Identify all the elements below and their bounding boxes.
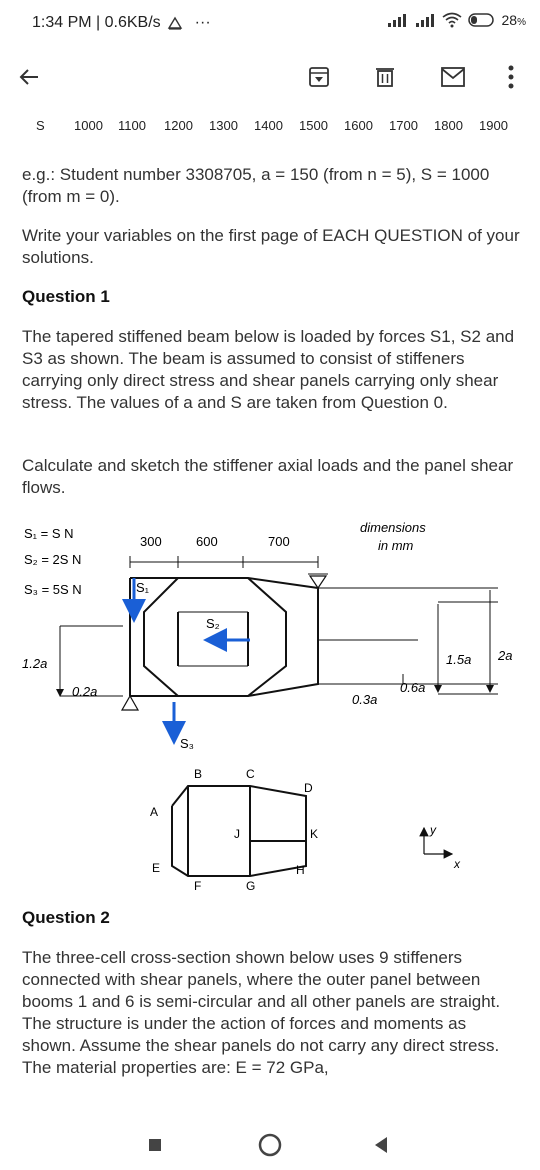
load-s2-label: S₂ = 2S N [24,552,81,567]
notification-icon [167,16,182,30]
signal-icon-2 [415,14,434,27]
table-cell: 1200 [164,118,193,133]
dim-700: 700 [268,534,290,549]
back-nav-button[interactable] [366,1130,396,1160]
s3-label: S₃ [180,736,194,751]
node-h: H [296,863,305,877]
delete-button[interactable] [368,60,402,94]
arrow-left-icon [19,69,38,85]
table-cell: S [36,118,45,133]
status-left: 1:34 PM | 0.6KB/s ··· [32,14,211,32]
trash-icon [376,68,394,87]
question-1-body: The tapered stiffened beam below is load… [22,327,515,412]
dim-0-6a: 0.6a [400,680,425,695]
table-cell: 1900 [479,118,508,133]
table-cell: 1800 [434,118,463,133]
example-paragraph: e.g.: Student number 3308705, a = 150 (f… [22,165,490,206]
node-k: K [310,827,318,841]
status-bar: 1:34 PM | 0.6KB/s ··· 28% [0,0,540,48]
toolbar [0,48,540,106]
mail-icon [441,67,465,87]
status-time-speed: 1:34 PM | 0.6KB/s [32,14,161,31]
download-button[interactable] [302,60,336,94]
load-s1-label: S₁ = S N [24,526,74,541]
node-d: D [304,781,313,795]
table-cell: 1000 [74,118,103,133]
download-icon [309,67,329,87]
dim-0-3a: 0.3a [352,692,377,707]
question-1-task: Calculate and sketch the stiffener axial… [22,456,514,497]
dim-note-1: dimensions [360,520,426,535]
y-axis-label: y [429,823,437,837]
navigation-bar [0,1118,540,1170]
more-options-button[interactable] [494,60,528,94]
circle-icon [258,1133,282,1157]
dim-600: 600 [196,534,218,549]
table-cell: 1100 [118,118,146,133]
table-cell: 1400 [254,118,283,133]
dim-note-2: in mm [378,538,414,553]
pin-support-icon [120,694,140,711]
node-e: E [152,861,160,875]
battery-icon [467,13,494,27]
status-right: 28% [386,12,526,28]
beam-figure: S₁ = S N S₂ = 2S N S₃ = 5S N 300 600 700… [22,520,512,893]
back-button[interactable] [12,60,46,94]
dim-0-2a: 0.2a [72,684,97,699]
dim-2a: 2a [497,648,512,663]
node-a: A [150,805,158,819]
dim-1-5a: 1.5a [446,652,471,667]
question-2-body: The three-cell cross-section shown below… [22,948,501,1077]
s1-label: S₁ [136,580,150,595]
node-g: G [246,879,255,893]
load-s3-label: S₃ = 5S N [24,582,82,597]
instructions-paragraph: Write your variables on the first page o… [22,226,520,267]
node-j: J [234,827,240,841]
triangle-back-icon [375,1137,387,1153]
recent-apps-button[interactable] [140,1130,170,1160]
node-f: F [194,879,201,893]
dim-300: 300 [140,534,162,549]
table-cell: 1300 [209,118,238,133]
signal-icon [387,14,406,27]
table-cell: 1500 [299,118,328,133]
table-cell: 1600 [344,118,373,133]
home-button[interactable] [255,1130,285,1160]
question-1-title: Question 1 [22,287,110,306]
roller-support-icon [308,575,328,590]
s2-label: S₂ [206,616,220,631]
table-cell: 1700 [389,118,418,133]
mail-button[interactable] [436,60,470,94]
node-c: C [246,767,255,781]
status-more-dots: ··· [194,14,211,31]
question-2-title: Question 2 [22,908,110,927]
battery-percent: 28% [501,12,526,28]
node-b: B [194,767,202,781]
square-icon [149,1139,161,1151]
dim-1-2a: 1.2a [22,656,47,671]
wifi-icon [442,12,462,28]
x-axis-label: x [453,857,461,871]
more-vert-icon [508,65,514,89]
